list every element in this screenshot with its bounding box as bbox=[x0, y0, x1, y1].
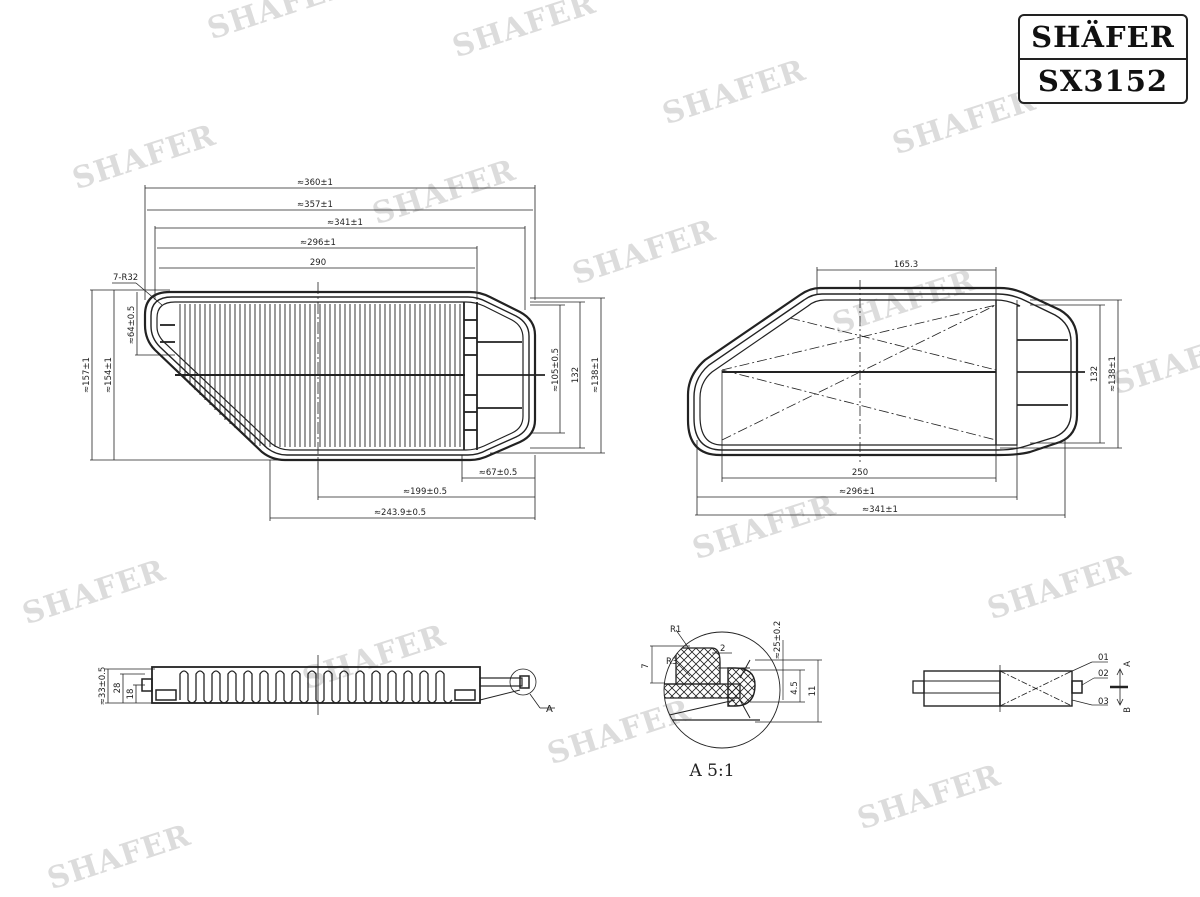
radius-r3-label: R3 bbox=[666, 657, 677, 667]
callout-03: 03 bbox=[1098, 697, 1109, 707]
dim-height-157: ≈157±1 bbox=[82, 357, 92, 393]
dim-length-296: ≈296±1 bbox=[839, 487, 875, 497]
top-view: ≈360±1 ≈357±1 ≈341±1 ≈296±1 290 7-R32 ≈1… bbox=[82, 178, 605, 521]
dim-height-138: ≈138±1 bbox=[1108, 356, 1118, 392]
callout-01: 01 bbox=[1098, 653, 1109, 663]
dim-diameter-25: ≈25±0.2 bbox=[773, 621, 783, 660]
dim-height-45: 4.5 bbox=[790, 681, 800, 695]
dim-width-2: 2 bbox=[720, 644, 725, 654]
bottom-view: 165.3 250 ≈296±1 ≈341±1 132 ≈138±1 bbox=[686, 260, 1122, 518]
dim-length-296: ≈296±1 bbox=[300, 238, 336, 248]
direction-a: A bbox=[1123, 661, 1133, 667]
dim-length-67: ≈67±0.5 bbox=[479, 468, 518, 478]
callout-02: 02 bbox=[1098, 669, 1109, 679]
dim-height-138: ≈138±1 bbox=[591, 357, 601, 393]
dim-length-250: 250 bbox=[852, 468, 868, 478]
end-view: 01 02 03 A B bbox=[912, 653, 1133, 713]
dim-height-132: 132 bbox=[571, 367, 581, 383]
corner-radius-label: 7-R32 bbox=[113, 273, 138, 283]
brand-label-box: SHÄFER SX3152 bbox=[1018, 14, 1188, 104]
dim-height-11: 11 bbox=[808, 686, 818, 697]
dim-height-7: 7 bbox=[641, 663, 651, 668]
brand-name: SHÄFER bbox=[1020, 16, 1186, 60]
dim-length-341: ≈341±1 bbox=[327, 218, 363, 228]
dim-height-154: ≈154±1 bbox=[104, 357, 114, 393]
dim-height-33: ≈33±0.5 bbox=[98, 667, 108, 706]
dim-height-132: 132 bbox=[1090, 366, 1100, 382]
side-view: ≈33±0.5 28 18 A bbox=[98, 655, 555, 715]
radius-r1-label: R1 bbox=[670, 625, 681, 635]
dim-height-28: 28 bbox=[113, 683, 123, 694]
dim-length-290: 290 bbox=[310, 258, 326, 268]
dim-length-357: ≈357±1 bbox=[297, 200, 333, 210]
direction-b: B bbox=[1123, 707, 1133, 713]
dim-height-105: ≈105±0.5 bbox=[551, 348, 561, 392]
dim-height-18: 18 bbox=[126, 689, 136, 700]
detail-title: A 5:1 bbox=[688, 761, 734, 781]
dim-length-165: 165.3 bbox=[894, 260, 918, 270]
dim-length-341: ≈341±1 bbox=[862, 505, 898, 515]
dim-length-243: ≈243.9±0.5 bbox=[374, 508, 426, 518]
detail-view: R1 R3 7 2 ≈25±0.2 4.5 11 A 5:1 bbox=[641, 621, 822, 781]
technical-drawing: ≈360±1 ≈357±1 ≈341±1 ≈296±1 290 7-R32 ≈1… bbox=[82, 178, 1133, 781]
dim-height-64: ≈64±0.5 bbox=[127, 306, 137, 345]
detail-marker-a: A bbox=[546, 704, 553, 715]
part-number: SX3152 bbox=[1037, 64, 1169, 98]
dim-length-360: ≈360±1 bbox=[297, 178, 333, 188]
dim-length-199: ≈199±0.5 bbox=[403, 487, 447, 497]
